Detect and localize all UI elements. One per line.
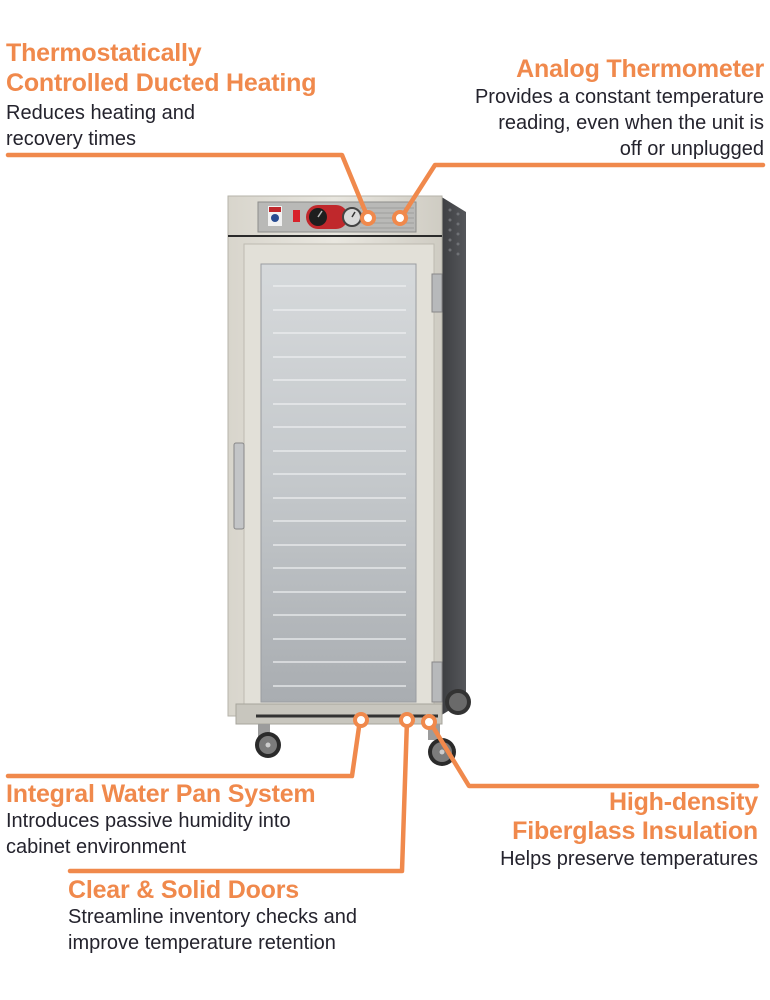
glass-window (260, 263, 417, 703)
casters (255, 724, 456, 766)
feature-description: Introduces passive humidity into (6, 810, 291, 832)
callout-dots (353, 210, 437, 730)
callout-line-ducted-heating (5, 152, 371, 221)
shelf-rails (273, 285, 406, 687)
top-hinge (431, 273, 443, 313)
bottom-hinge (431, 661, 443, 703)
power-switch (293, 210, 300, 222)
callout-dot-insulation (421, 714, 437, 730)
callout-line-doors (67, 717, 410, 874)
callout-dot-doors (399, 712, 415, 728)
callout-line-analog-thermometer (398, 162, 766, 221)
feature-title: Thermostatically (6, 39, 202, 67)
feature-title: Fiberglass Insulation (512, 817, 758, 845)
feature-description: improve temperature retention (68, 932, 336, 954)
callout-line-insulation (427, 719, 760, 789)
feature-description: off or unplugged (619, 138, 764, 160)
feature-description: cabinet environment (6, 836, 187, 858)
callout-dot-analog-thermometer (392, 210, 408, 226)
callout-dot-water-pan (353, 712, 369, 728)
feature-title: Clear & Solid Doors (68, 876, 299, 904)
feature-title: Analog Thermometer (516, 55, 764, 83)
callout-dot-ducted-heating (360, 210, 376, 226)
feature-title: High-density (609, 788, 758, 816)
feature-description: Streamline inventory checks and (68, 906, 358, 928)
feature-description: reading, even when the unit is (498, 112, 764, 134)
feature-description: Helps preserve temperatures (500, 848, 758, 870)
feature-description: Reduces heating and (6, 102, 196, 124)
feature-description: Provides a constant temperature (474, 86, 764, 108)
feature-title: Integral Water Pan System (6, 780, 316, 808)
callout-line-water-pan (5, 717, 363, 779)
feature-description: recovery times (6, 128, 137, 150)
door-handle (233, 442, 245, 530)
cabinet-side-panel (440, 196, 471, 716)
cabinet-body (227, 195, 443, 725)
callout-lines (5, 152, 766, 874)
feature-title: Controlled Ducted Heating (6, 69, 317, 97)
